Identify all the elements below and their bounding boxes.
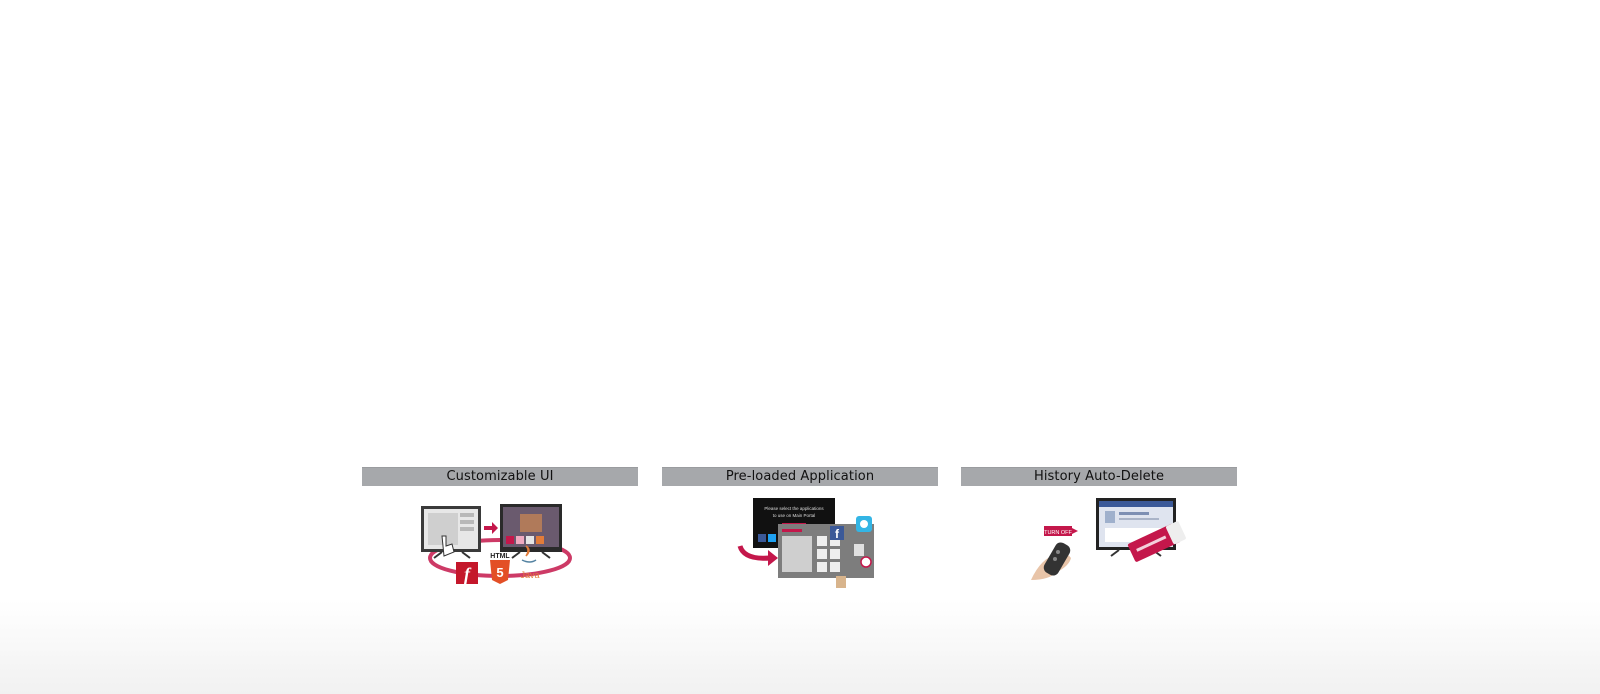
eraser-icon [1127,521,1186,562]
history-auto-delete-illustration: TURN OFF [961,496,1237,602]
feature-title: Customizable UI [362,467,638,486]
turn-off-label: TURN OFF [1044,530,1072,536]
html5-number: 5 [496,565,503,580]
turn-off-tag: TURN OFF [1044,526,1078,536]
feature-title: Pre-loaded Application [662,467,938,486]
java-label: Java [520,570,539,580]
feature-preloaded-application: Pre-loaded Application Please select the… [662,467,938,602]
screen-text-line-2: to use on Main Portal [773,513,816,518]
hand-cursor-icon [441,535,455,557]
add-icon [860,556,872,568]
tv-monitor-icon [500,504,562,559]
svg-text:f: f [835,527,840,541]
feature-title: History Auto-Delete [961,467,1237,486]
arrow-right-icon [484,522,498,534]
flash-icon: f [456,562,478,584]
flash-glyph: f [464,564,472,584]
customizable-ui-illustration: f HTML 5 Java [362,496,638,602]
remote-control-icon [1031,542,1071,580]
html-label: HTML [490,553,510,560]
preloaded-application-illustration: Please select the applications to use on… [662,496,938,602]
curved-arrow-icon [737,545,771,561]
html5-icon: HTML 5 [490,553,510,584]
screen-text-line-1: Please select the applications [764,506,824,511]
feature-history-auto-delete: History Auto-Delete [961,467,1237,602]
facebook-icon: f [830,526,844,541]
twitter-icon [856,516,872,532]
app-thumbnail-icon [836,576,846,588]
java-icon: Java [520,545,540,580]
app-grid-panel [778,524,874,578]
feature-customizable-ui: Customizable UI [362,467,638,602]
